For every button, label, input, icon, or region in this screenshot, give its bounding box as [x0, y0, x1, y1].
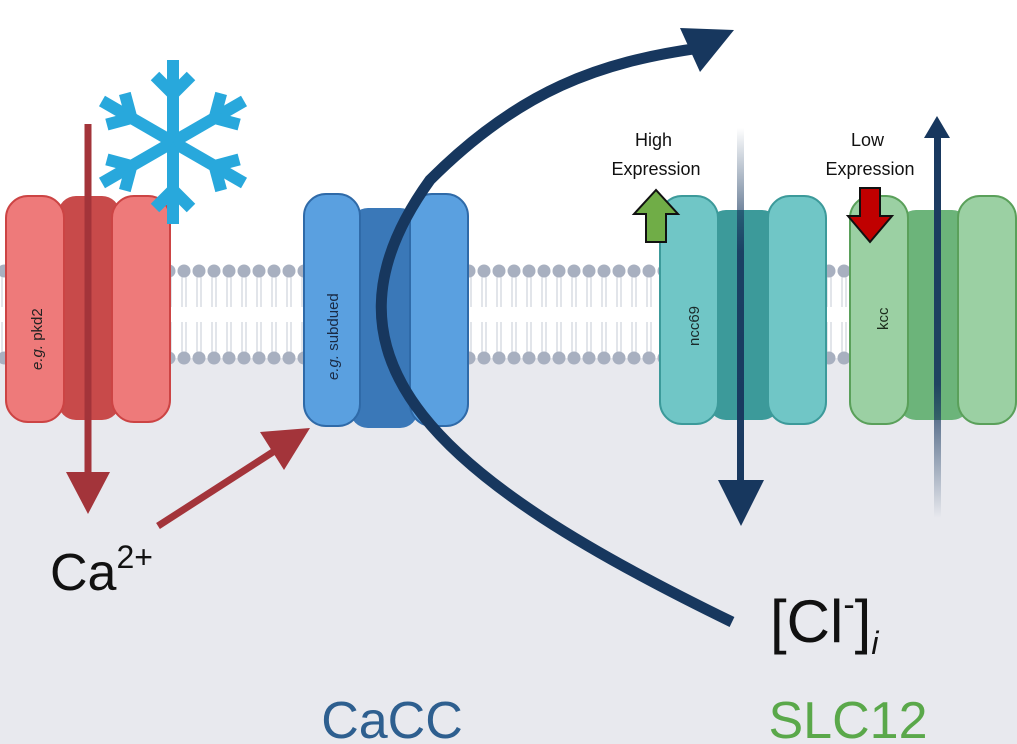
subdued-channel: e.g. subdued — [303, 193, 469, 428]
subdued-label: e.g. subdued — [325, 293, 342, 380]
calcium-influx-arrow — [66, 124, 110, 514]
pkd2-label: e.g. pkd2 — [29, 308, 46, 370]
ncc69-chloride-import-arrow — [718, 128, 764, 526]
calcium-ion-label: Ca2+ — [50, 539, 153, 602]
low-expression-down-arrow-icon — [845, 187, 895, 244]
chloride-efflux-arrow — [375, 28, 735, 627]
intracellular-region — [0, 358, 1017, 744]
high-expression-label: High Expression — [611, 130, 700, 179]
kcc-label: kcc — [875, 307, 892, 330]
slc12-group-label: SLC12 — [769, 692, 928, 744]
cacc-group-label: CaCC — [321, 692, 463, 744]
intracellular-chloride-label: [Cl-]i — [770, 586, 879, 661]
ncc69-label: ncc69 — [686, 306, 703, 346]
low-expression-label: Low Expression — [825, 130, 914, 179]
calcium-activation-arrow — [156, 428, 310, 529]
kcc-chloride-export-arrow — [924, 116, 950, 518]
high-expression-up-arrow-icon — [631, 188, 681, 243]
snowflake-icon — [93, 60, 253, 224]
